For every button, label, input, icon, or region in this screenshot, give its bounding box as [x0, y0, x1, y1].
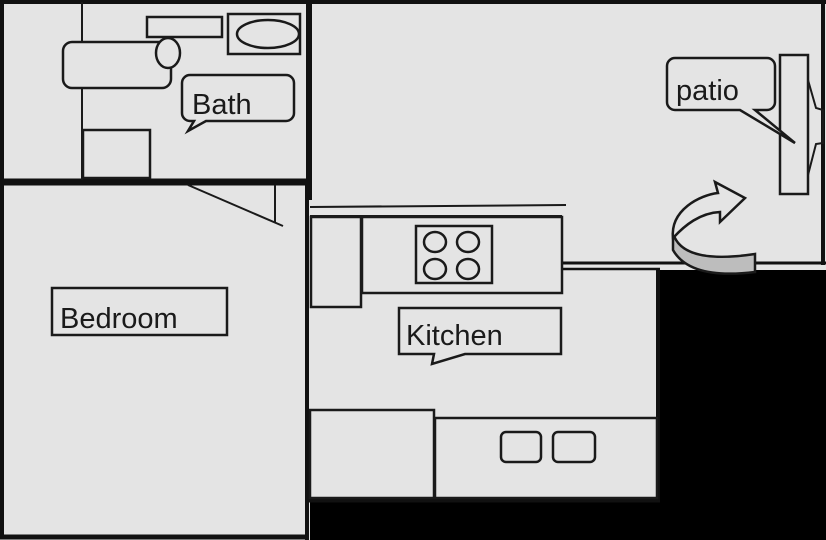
sink-basin-icon — [551, 430, 597, 464]
tub-basin — [235, 18, 301, 50]
patio-sliding-door — [778, 53, 810, 196]
burner-icon — [455, 230, 481, 254]
bath-label-bubble — [180, 73, 296, 135]
patio-door-arrow-icon — [807, 79, 824, 176]
bedroom-floor — [0, 182, 310, 540]
toilet-tank — [145, 15, 224, 39]
kitchen-label-bubble — [397, 306, 563, 366]
kitchen-cabinet — [309, 215, 363, 309]
burner-icon — [422, 230, 448, 254]
patio-label: patio — [676, 75, 739, 107]
sink-basin-icon — [499, 430, 543, 464]
kitchen-lower-counter — [308, 408, 659, 500]
toilet-bowl — [154, 36, 182, 70]
bedroom-label: Bedroom — [60, 303, 178, 335]
burner-icon — [422, 257, 448, 281]
vanity — [61, 40, 173, 90]
bedroom-door-leaf — [187, 184, 284, 227]
counter-top-edge — [309, 204, 567, 208]
bath-fixtures: Bath — [61, 2, 302, 180]
kitchen-label: Kitchen — [406, 320, 503, 352]
sink-counter — [433, 416, 659, 500]
bedroom-door — [187, 184, 284, 227]
door-swing-shadow — [671, 232, 757, 275]
patio-label-bubble — [665, 56, 796, 145]
swing-arrow-icon — [671, 179, 748, 241]
bath-label: Bath — [192, 89, 252, 121]
bedroom-label-group: Bedroom — [50, 286, 229, 337]
bath-counter — [81, 128, 152, 180]
kitchen-upper-counter — [309, 204, 567, 309]
bedroom-label-box — [50, 286, 229, 337]
kitchen-label-group: Kitchen — [397, 306, 563, 366]
door-swing — [671, 179, 757, 275]
lower-cabinet — [308, 408, 436, 500]
burner-icon — [455, 257, 481, 281]
patio-area: patio — [665, 53, 824, 196]
